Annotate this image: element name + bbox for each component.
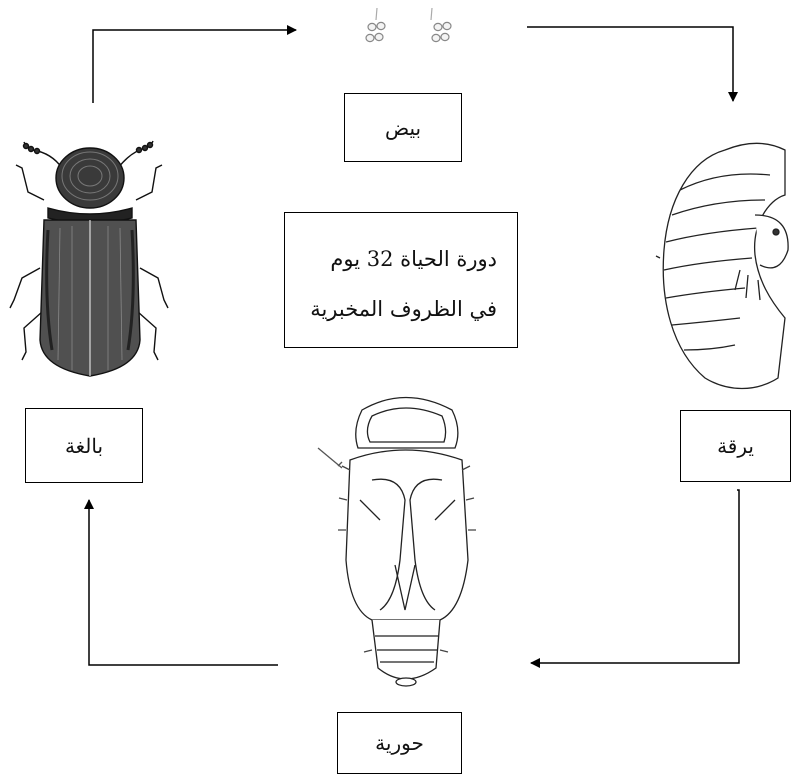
stage-label-egg: بيض [344, 93, 462, 162]
larva-illustration [656, 143, 788, 388]
life-cycle-duration-box: دورة الحياة 32 يوم في الظروف المخبرية [284, 212, 518, 348]
arrow-adult-to-egg [93, 30, 296, 103]
pupa-illustration [318, 398, 476, 687]
duration-text: دورة الحياة 32 يوم [297, 247, 497, 271]
eggs-illustration [366, 8, 451, 42]
arrow-larva-to-pupa [531, 490, 739, 663]
stage-label-pupa: حورية [337, 712, 462, 774]
lab-conditions-text: في الظروف المخبرية [297, 297, 497, 321]
stage-label-adult: بالغة [25, 408, 143, 483]
adult-beetle-illustration [10, 141, 168, 376]
arrow-egg-to-larva [527, 27, 733, 101]
arrow-pupa-to-adult [89, 500, 278, 665]
stage-label-larva: يرقة [680, 410, 791, 482]
